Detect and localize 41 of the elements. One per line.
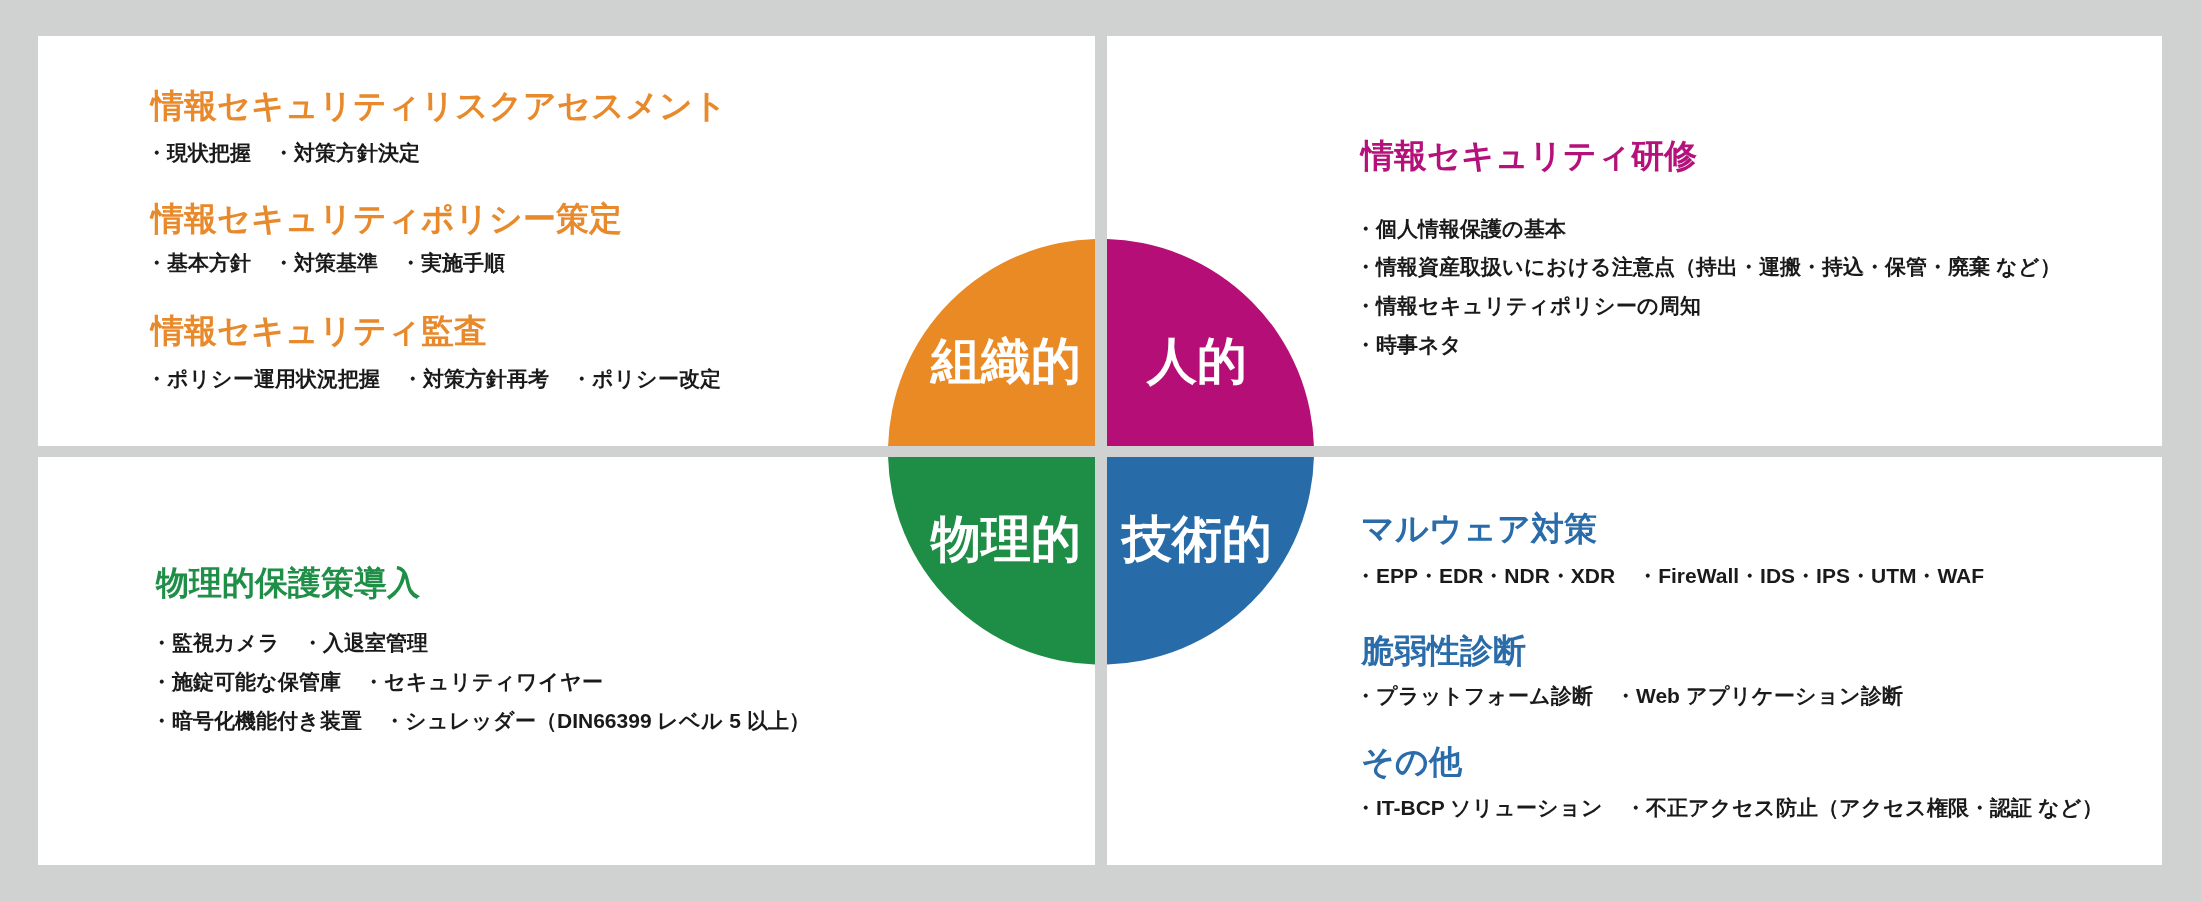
bullet-item: ・監視カメラ	[151, 630, 280, 657]
section-heading: 情報セキュリティ監査	[151, 311, 487, 351]
quadrant-label: 物理的	[931, 511, 1081, 567]
bullet-item: ・対策基準	[273, 250, 378, 277]
content-panel	[38, 36, 1095, 446]
bullet-item: ・対策方針決定	[273, 140, 420, 167]
bullet-item: ・入退室管理	[302, 630, 428, 657]
section-heading: 情報セキュリティ研修	[1361, 136, 1697, 176]
bullet-item: ・ポリシー改定	[571, 366, 721, 393]
section-heading: 物理的保護策導入	[156, 563, 420, 603]
bullet-item: ・情報資産取扱いにおける注意点（持出・運搬・持込・保管・廃棄 など）	[1355, 254, 2061, 281]
section-heading: 脆弱性診断	[1361, 631, 1526, 671]
bullet-item: ・IT-BCP ソリューション	[1355, 795, 1604, 822]
bullet-item: ・基本方針	[146, 250, 251, 277]
bullet-item: ・施錠可能な保管庫	[151, 669, 341, 696]
bullet-item: ・EPP・EDR・NDR・XDR	[1355, 563, 1616, 590]
bullet-item: ・不正アクセス防止（アクセス権限・認証 など）	[1625, 795, 2104, 822]
quadrant-label: 技術的	[1122, 511, 1272, 567]
section-heading: マルウェア対策	[1361, 509, 1597, 549]
bullet-item: ・実施手順	[400, 250, 505, 277]
section-heading: 情報セキュリティポリシー策定	[151, 199, 622, 239]
bullet-item: ・プラットフォーム診断	[1355, 683, 1593, 710]
content-panel	[38, 457, 1095, 865]
bullet-item: ・時事ネタ	[1355, 332, 1462, 359]
bullet-item: ・Web アプリケーション診断	[1615, 683, 1903, 710]
bullet-item: ・個人情報保護の基本	[1355, 216, 1566, 243]
circle-quadrant	[1107, 457, 1314, 665]
section-heading: その他	[1361, 742, 1462, 782]
bullet-item: ・セキュリティワイヤー	[363, 669, 603, 696]
bullet-item: ・情報セキュリティポリシーの周知	[1355, 293, 1701, 320]
quadrant-label: 組織的	[931, 333, 1081, 389]
bullet-item: ・対策方針再考	[402, 366, 549, 393]
circle-quadrant	[1107, 238, 1314, 446]
bullet-item: ・FireWall・IDS・IPS・UTM・WAF	[1637, 563, 1985, 590]
bullet-item: ・暗号化機能付き装置	[151, 708, 362, 735]
section-heading: 情報セキュリティリスクアセスメント	[151, 86, 727, 126]
bullet-item: ・現状把握	[146, 140, 251, 167]
bullet-item: ・シュレッダー（DIN66399 レベル 5 以上）	[384, 708, 810, 735]
bullet-item: ・ポリシー運用状況把握	[146, 366, 380, 393]
content-panel	[1107, 36, 2162, 446]
quadrant-label: 人的	[1147, 333, 1247, 389]
